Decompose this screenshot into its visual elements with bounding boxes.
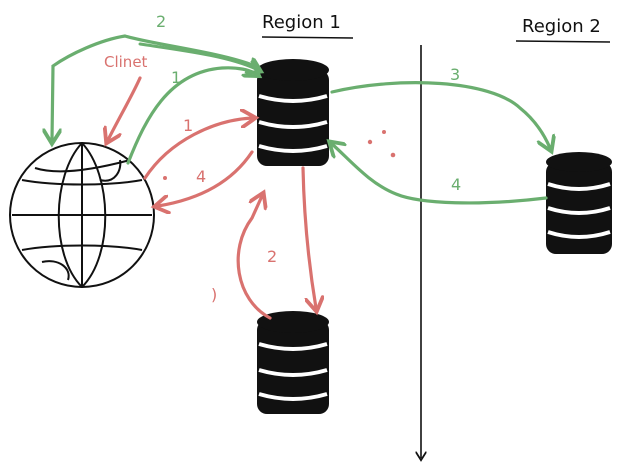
database-icon	[546, 152, 612, 254]
client-label: Clinet	[104, 53, 148, 71]
red-dots	[163, 130, 396, 180]
green-arrow-top-in	[138, 42, 258, 70]
region-1-underline	[261, 36, 354, 39]
red-label-3: )	[211, 285, 217, 304]
green-label-3: 3	[450, 65, 460, 84]
red-arrow-response	[158, 150, 254, 206]
globe-icon	[9, 142, 155, 288]
red-arrow-to-replica	[301, 166, 316, 308]
red-label-4: 4	[196, 167, 206, 186]
green-label-1: 1	[171, 68, 181, 87]
red-label-2: 2	[267, 247, 277, 266]
region-2-label: Region 2	[522, 16, 601, 37]
green-arrow-replication	[330, 81, 550, 148]
red-arrow-request	[143, 118, 252, 180]
red-arrow-client-label	[108, 76, 142, 140]
green-label-4: 4	[451, 175, 461, 194]
green-arrow-client-to-db	[126, 68, 256, 165]
green-label-2: 2	[156, 12, 166, 31]
region-1-label: Region 1	[262, 12, 341, 33]
green-arrow-top	[52, 34, 257, 140]
red-label-1: 1	[183, 116, 193, 135]
database-icon	[257, 59, 329, 166]
green-arrow-return	[332, 144, 548, 205]
red-arrow-replica-back	[236, 196, 272, 320]
database-icon	[257, 311, 329, 414]
region-2-underline	[515, 40, 611, 43]
